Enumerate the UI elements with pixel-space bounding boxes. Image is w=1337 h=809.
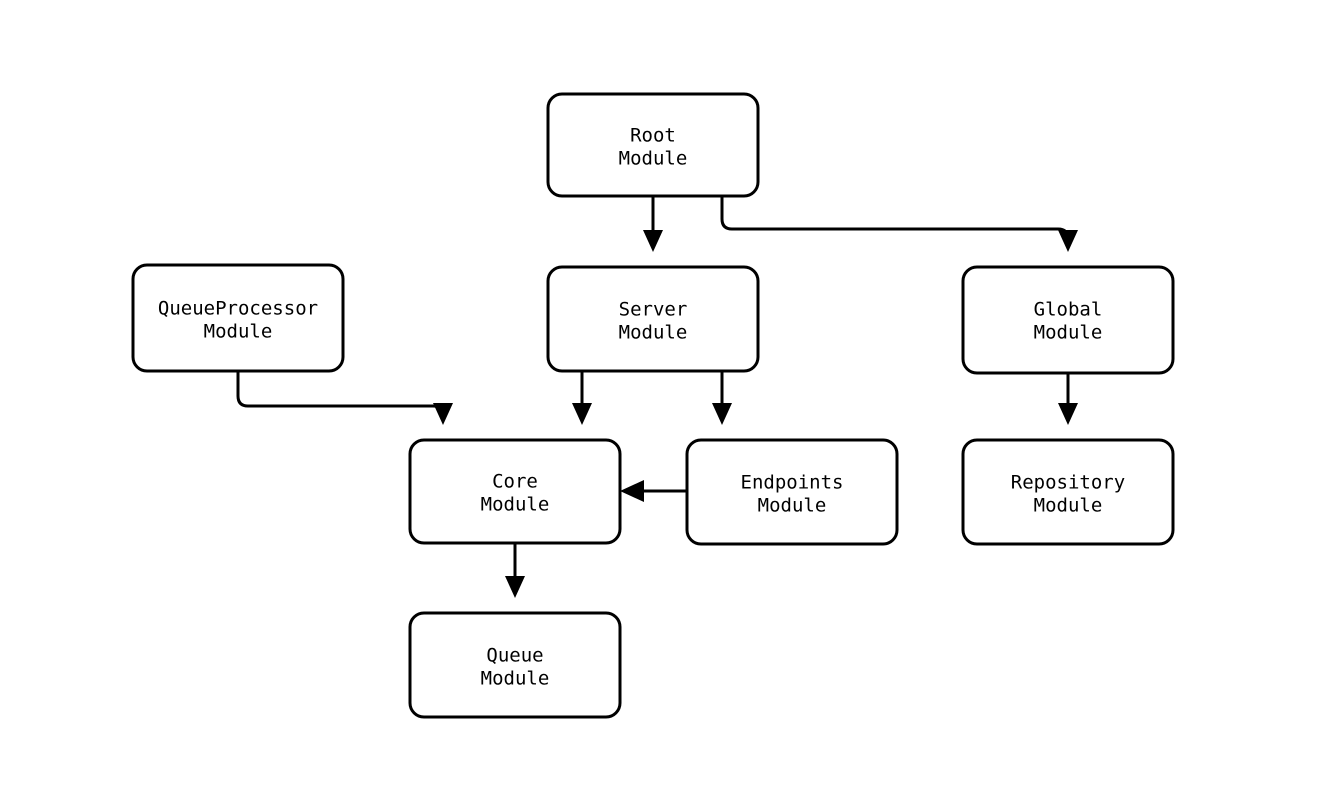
edge-global-to-repository bbox=[1058, 373, 1078, 425]
node-queue-label-line1: Queue bbox=[486, 645, 543, 667]
node-queueprocessor-label-line2: Module bbox=[204, 321, 273, 343]
node-core-label-line1: Core bbox=[492, 471, 538, 493]
node-server-label-line2: Module bbox=[619, 322, 688, 344]
arrowhead bbox=[433, 403, 453, 425]
arrowhead bbox=[643, 230, 663, 252]
node-endpoints-label-line2: Module bbox=[758, 495, 827, 517]
arrowhead bbox=[1058, 403, 1078, 425]
arrowhead bbox=[572, 403, 592, 425]
arrowhead bbox=[505, 576, 525, 598]
node-endpoints[interactable]: Endpoints Module bbox=[685, 438, 899, 546]
arrowhead bbox=[1058, 230, 1078, 252]
node-core-label-line2: Module bbox=[481, 494, 550, 516]
node-root-box[interactable] bbox=[546, 92, 760, 198]
node-repository[interactable]: Repository Module bbox=[961, 438, 1175, 546]
edge-root-to-server bbox=[643, 196, 663, 252]
arrowhead bbox=[712, 403, 732, 425]
edge-core-to-queue bbox=[505, 543, 525, 598]
edge-layer bbox=[236, 196, 1078, 598]
edge-queueprocessor-to-core bbox=[236, 371, 453, 425]
node-global-box[interactable] bbox=[961, 265, 1175, 375]
node-global-label-line1: Global bbox=[1034, 299, 1103, 321]
node-global-label-line2: Module bbox=[1034, 322, 1103, 344]
edge-server-to-core bbox=[572, 371, 592, 425]
node-repository-box[interactable] bbox=[961, 438, 1175, 546]
node-root-label-line2: Module bbox=[619, 148, 688, 170]
node-server[interactable]: Server Module bbox=[546, 265, 760, 373]
node-queue-label-line2: Module bbox=[481, 668, 550, 690]
node-core[interactable]: Core Module bbox=[408, 438, 622, 545]
node-core-box[interactable] bbox=[408, 438, 622, 545]
node-queueprocessor-label-line1: QueueProcessor bbox=[158, 298, 318, 320]
edge-line bbox=[236, 371, 445, 418]
node-queueprocessor[interactable]: QueueProcessor Module bbox=[131, 263, 345, 373]
edge-line bbox=[720, 196, 1070, 241]
node-server-box[interactable] bbox=[546, 265, 760, 373]
node-queue[interactable]: Queue Module bbox=[408, 611, 622, 719]
node-layer: Root Module QueueProcessor Module Server… bbox=[131, 92, 1175, 719]
arrowhead bbox=[620, 480, 644, 502]
node-global[interactable]: Global Module bbox=[961, 265, 1175, 375]
node-root[interactable]: Root Module bbox=[546, 92, 760, 198]
node-root-label-line1: Root bbox=[630, 125, 676, 147]
node-endpoints-box[interactable] bbox=[685, 438, 899, 546]
node-queue-box[interactable] bbox=[408, 611, 622, 719]
edge-root-to-global bbox=[720, 196, 1078, 252]
node-endpoints-label-line1: Endpoints bbox=[741, 472, 844, 494]
node-repository-label-line2: Module bbox=[1034, 495, 1103, 517]
edge-server-to-endpoints bbox=[712, 371, 732, 425]
node-server-label-line1: Server bbox=[619, 299, 688, 321]
node-queueprocessor-box[interactable] bbox=[131, 263, 345, 373]
edge-endpoints-to-core bbox=[620, 480, 687, 502]
node-repository-label-line1: Repository bbox=[1011, 472, 1125, 494]
